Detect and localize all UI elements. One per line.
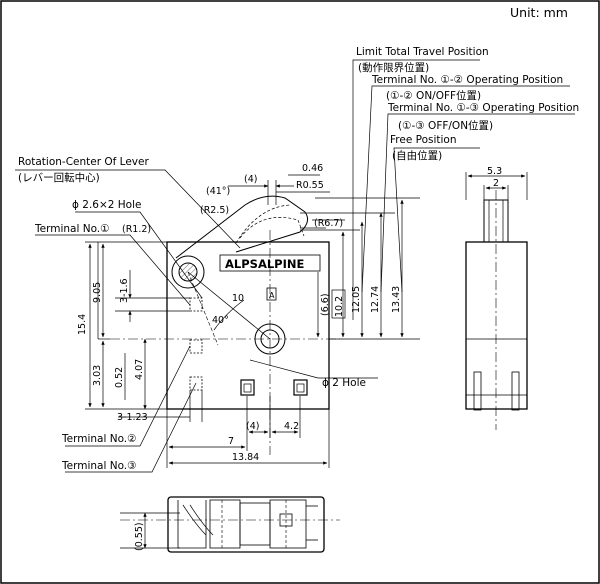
terminal-hole-3 <box>189 376 203 391</box>
dim-7: 7 <box>228 436 234 447</box>
callout-t13-offon: (①-③ OFF/ON位置) <box>398 119 493 132</box>
dim-r25: (R2.5) <box>200 205 229 216</box>
square-terminal-left <box>240 379 255 396</box>
dim-2: 2 <box>493 178 499 189</box>
terminal-hole-1 <box>189 297 203 312</box>
angle-ref-line <box>187 271 219 346</box>
callout-free-position: Free Position <box>390 134 457 146</box>
bottom-view <box>120 496 340 553</box>
side-view <box>465 172 528 430</box>
front-view <box>110 195 340 455</box>
dim-905: 9.05 <box>92 282 103 303</box>
dim-4-bottom: (4) <box>246 421 259 432</box>
dim-046: 0.46 <box>302 163 323 174</box>
dim-407: 4.07 <box>134 359 145 380</box>
callout-text: Limit Total Travel Position (動作限界位置) Ter… <box>18 46 579 472</box>
left-dimensions <box>85 241 203 422</box>
marker-a-box <box>266 287 277 301</box>
radius-line-10 <box>187 271 271 340</box>
dim-r12: (R1.2) <box>122 224 151 235</box>
callout-limit-travel-jp: (動作限界位置) <box>358 61 429 74</box>
square-terminal-right <box>293 379 308 396</box>
dim-r055: R0.55 <box>296 180 324 191</box>
unit-label: Unit: mm <box>510 5 568 20</box>
dim-40deg: 40° <box>212 315 229 326</box>
switch-body <box>166 241 330 410</box>
dim-10: 10 <box>232 293 244 304</box>
marker-a: A <box>269 291 275 300</box>
lever-alt <box>239 217 305 239</box>
lever-inner <box>235 204 291 244</box>
callout-t12-onoff: (①-② ON/OFF位置) <box>386 89 481 102</box>
dim-154: 15.4 <box>77 314 88 335</box>
dim-3-123: 3-1.23 <box>117 412 148 423</box>
rotation-hole <box>171 255 205 289</box>
square-terminal-left-inner <box>243 383 252 393</box>
callout-free-position-jp: (自由位置) <box>392 149 442 162</box>
callout-hole-2: ϕ 2 Hole <box>322 377 366 389</box>
callout-terminal-1: Terminal No.① <box>34 223 110 235</box>
dim-052: 0.52 <box>114 367 125 388</box>
dim-4-top: (4) <box>244 174 257 185</box>
dim-102: 10.2 <box>334 296 345 317</box>
dim-1205: 12.05 <box>351 286 362 313</box>
left-leaders <box>15 169 378 473</box>
terminal-hole-2 <box>189 339 203 354</box>
callout-t12-operating: Terminal No. ①-② Operating Position <box>371 74 563 86</box>
callout-terminal-2: Terminal No.② <box>61 433 137 445</box>
square-terminal-right-inner <box>296 383 305 393</box>
brand-text: ALPSALPINE <box>225 257 304 271</box>
bottom-body <box>167 496 325 553</box>
dim-53: 5.3 <box>487 166 502 177</box>
callout-terminal-3: Terminal No.③ <box>61 460 137 472</box>
bottom-dimensions <box>166 396 330 468</box>
callout-rotation-center: Rotation-Center Of Lever <box>18 156 149 168</box>
top-dimensions <box>228 174 345 229</box>
right-dimensions <box>300 59 575 340</box>
dim-41deg: (41°) <box>206 186 230 197</box>
dim-1384: 13.84 <box>232 452 259 463</box>
phi2-hole-inner <box>260 329 280 349</box>
callout-limit-travel: Limit Total Travel Position <box>356 46 489 58</box>
dim-3-16: 3-1.6 <box>119 278 130 303</box>
callout-t13-operating: Terminal No. ①-③ Operating Position <box>387 102 579 114</box>
dim-303: 3.03 <box>92 365 103 386</box>
dim-102-box <box>331 289 346 319</box>
phi2-hole-outer <box>254 323 286 355</box>
callout-rotation-center-jp: (レバー回転中心) <box>18 171 100 184</box>
dim-055: (0.55) <box>134 522 145 551</box>
angle-arc-40 <box>213 299 245 331</box>
dim-1274: 12.74 <box>370 286 381 313</box>
dim-1343: 13.43 <box>391 286 402 313</box>
lever <box>175 195 309 259</box>
dim-66: (6.6) <box>320 293 331 316</box>
dim-r67: (R6.7) <box>314 218 343 229</box>
brand-plate <box>219 254 321 272</box>
callout-hole-26: ϕ 2.6×2 Hole <box>72 199 141 211</box>
dim-42: 4.2 <box>284 421 299 432</box>
dimension-text: 0.46 (4) R0.55 (41°) (R2.5) (R6.7) (R1.2… <box>77 163 502 551</box>
side-body <box>465 241 528 410</box>
